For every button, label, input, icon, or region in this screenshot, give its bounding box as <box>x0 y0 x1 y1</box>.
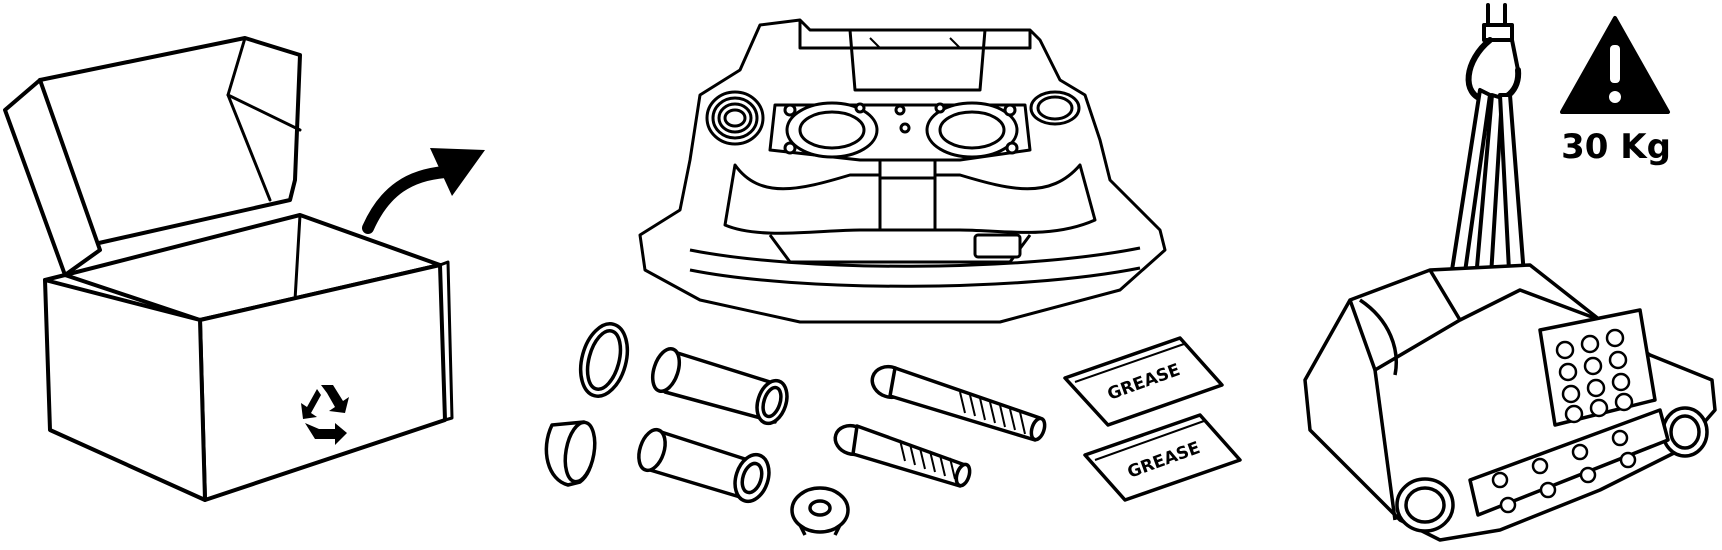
lifting-hook-icon <box>1465 3 1522 104</box>
curved-arrow-icon <box>362 148 485 234</box>
lifted-caliper <box>1303 263 1717 542</box>
dust-cap <box>544 420 597 487</box>
o-ring <box>578 322 630 398</box>
weight-label: 30 Kg <box>1561 127 1671 167</box>
recycle-icon <box>301 385 349 445</box>
grease-sachet-lower <box>1083 413 1242 502</box>
guide-sleeve-upper <box>650 347 789 426</box>
guide-sleeve-lower <box>637 427 771 504</box>
grease-sachet-upper <box>1063 336 1224 427</box>
kit-parts <box>544 322 1242 536</box>
brake-caliper <box>638 18 1167 324</box>
lifting-strap <box>1450 88 1527 294</box>
warning-triangle-icon <box>1560 16 1670 114</box>
box-side <box>43 278 207 502</box>
plug-cap <box>790 486 850 536</box>
bolt-long <box>870 364 1047 442</box>
box-left-flap <box>3 78 102 277</box>
open-box <box>3 36 454 502</box>
bolt-short <box>833 423 972 488</box>
